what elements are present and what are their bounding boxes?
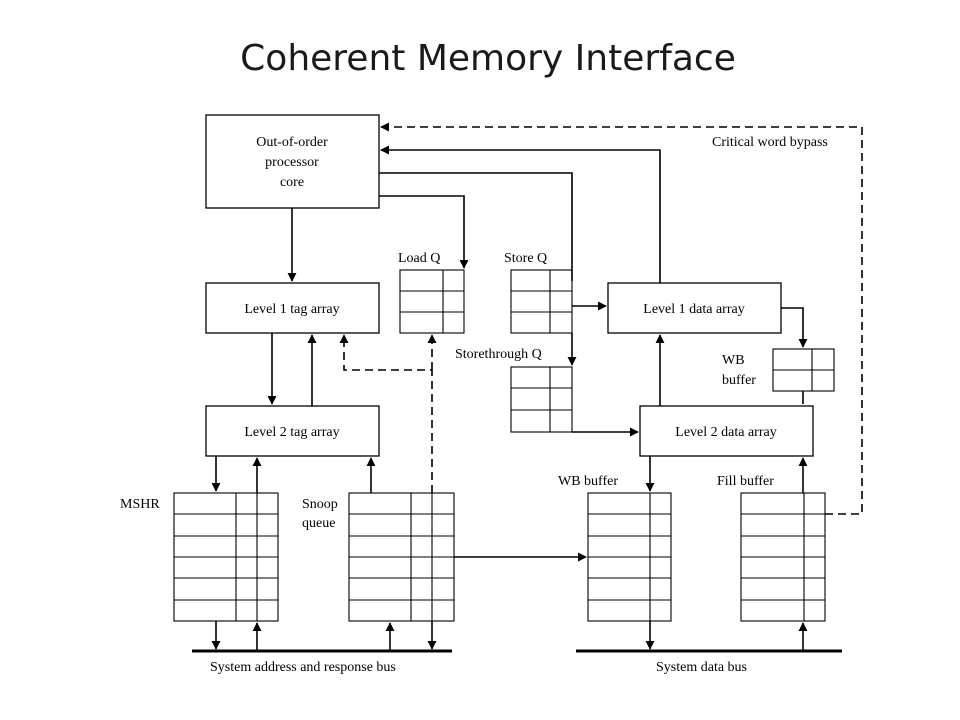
storethrough-queue [510,366,573,433]
level2-tag-array-label: Level 2 tag array [244,425,339,440]
connection-wires [211,145,808,651]
snoop-queue-label-1: Snoop [302,497,338,512]
wb-buffer-small-label-1: WB [722,353,745,368]
snoop-queue-label-2: queue [302,516,335,531]
level2-tag-array-box [205,405,380,457]
load-queue [399,269,465,334]
level1-tag-array-label: Level 1 tag array [244,302,339,317]
processor-core-label-2: processor [265,155,319,170]
store-queue [510,269,573,334]
wb-buffer-table [587,492,672,622]
wb-buffer-small [772,348,835,392]
storethrough-queue-label: Storethrough Q [455,347,542,362]
store-queue-label: Store Q [504,251,547,266]
mshr-table [173,492,279,622]
wb-buffer-label: WB buffer [558,474,618,489]
processor-core-label-1: Out-of-order [256,135,328,150]
level2-data-array-label: Level 2 data array [675,425,776,440]
fill-buffer-table [740,492,826,622]
wb-buffer-small-label-2: buffer [722,373,756,388]
processor-core-box [205,114,380,209]
level2-data-array-box [639,405,814,457]
mshr-label: MSHR [120,497,160,512]
processor-core-label-3: core [280,175,304,190]
slide-title: Coherent Memory Interface [240,38,736,79]
system-address-bus-label: System address and response bus [210,660,396,675]
level1-data-array-label: Level 1 data array [643,302,744,317]
level1-data-array-box [607,282,782,334]
system-data-bus-label: System data bus [656,660,747,675]
dashed-wires [339,122,863,515]
level1-tag-array-box [205,282,380,334]
load-queue-label: Load Q [398,251,440,266]
fill-buffer-label: Fill buffer [717,474,774,489]
snoop-queue-table [348,492,455,622]
critical-word-bypass-label: Critical word bypass [712,135,828,150]
